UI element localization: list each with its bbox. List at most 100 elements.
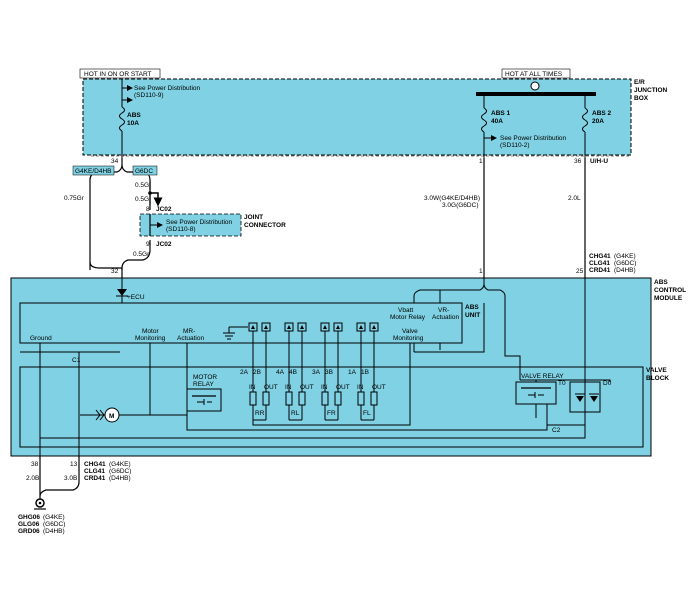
glg06: GLG06 — [18, 521, 40, 528]
pin-8: 8 — [146, 206, 150, 213]
spd-1-label: See Power Distribution — [134, 85, 200, 92]
ecu-diode — [117, 289, 127, 296]
valve-relay-title: VALVE RELAY — [521, 373, 564, 380]
grd06-sfx: (D4HB) — [43, 528, 65, 535]
wiring-lower — [39, 456, 80, 500]
valve-port-b: 3B — [325, 369, 333, 376]
c2-label: C2 — [552, 427, 561, 434]
c1-label: C1 — [72, 357, 81, 364]
t0-label: T0 — [558, 380, 566, 387]
wire-05gr: 0.5Gr — [133, 251, 150, 258]
spd-3-label: See Power Distribution — [166, 219, 232, 226]
pin-32: 32 — [111, 268, 119, 275]
abs2-fuse-label: ABS 2 — [592, 110, 612, 117]
crd41-a-sfx: (D4HB) — [614, 267, 636, 274]
junction-box — [82, 78, 632, 156]
chg41-b: CHG41 — [84, 461, 106, 468]
abs1-fuse-amp: 40A — [491, 118, 503, 125]
motor-label: Motor — [142, 328, 159, 335]
pin-38: 38 — [31, 461, 39, 468]
abs1-fuse-label: ABS 1 — [491, 110, 511, 117]
pin-13: 13 — [70, 461, 78, 468]
valve-driver-icon — [369, 322, 379, 380]
valve-port-a: 4A — [276, 369, 285, 376]
vr-actuation-label: Actuation — [432, 314, 459, 321]
clg41-a-sfx: (G6DC) — [614, 260, 636, 267]
g6dc-tag — [132, 165, 158, 176]
clg41-a: CLG41 — [589, 260, 610, 267]
g4ke-tag-label: G4KE/D4HB — [75, 168, 112, 175]
motor-monitoring-label: Monitoring — [135, 335, 166, 342]
crd41-a: CRD41 — [589, 267, 611, 274]
crd41-b-sfx: (D4HB) — [109, 475, 131, 482]
valve-port-a: 3A — [312, 369, 321, 376]
module-title-3: MODULE — [654, 295, 683, 302]
valve-port-a: 1A — [348, 369, 357, 376]
abs1-40a-fuse — [481, 96, 487, 158]
valve-block-title-2: BLOCK — [646, 375, 669, 382]
motor-relay-label: Motor Relay — [390, 314, 426, 321]
valve-block — [19, 366, 644, 448]
bus-bar-terminal — [530, 81, 540, 91]
valve-driver-icon — [248, 322, 258, 380]
wire-20b: 2.0B — [26, 475, 39, 482]
uhu-label: U/H-U — [590, 158, 608, 165]
valve-block-title-1: VALVE — [646, 367, 667, 374]
abs-fuse-amp: 10A — [127, 120, 139, 127]
abs2-20a-fuse — [582, 96, 588, 158]
hot-all-times-label: HOT AT ALL TIMES — [505, 71, 563, 78]
wire-05g-b: 0.5G — [135, 196, 149, 203]
ghg06-sfx: (G4KE) — [43, 514, 65, 521]
svg-text:M: M — [109, 413, 114, 420]
joint-connector — [139, 213, 242, 237]
wire-20l: 2.0L — [568, 195, 581, 202]
joint-connector-title-2: CONNECTOR — [244, 222, 286, 229]
mr-actuation-label: Actuation — [177, 335, 204, 342]
grd06: GRD06 — [18, 528, 40, 535]
jc02-arrow — [150, 192, 163, 207]
pin-9: 9 — [146, 241, 150, 248]
hot-all-times-tag — [501, 68, 571, 79]
crd41-b: CRD41 — [84, 475, 106, 482]
unit-ground-icon — [223, 326, 248, 340]
pin-34: 34 — [111, 158, 119, 165]
junction-box-title-1: E/R — [634, 79, 645, 86]
valve-out-label: OUT — [300, 384, 314, 391]
module-title-2: CONTROL — [654, 287, 686, 294]
clg41-b: CLG41 — [84, 468, 105, 475]
d0-label: D0 — [603, 380, 612, 387]
valve-driver-icon — [356, 322, 366, 380]
chg41-a: CHG41 — [589, 253, 611, 260]
vr-label: VR- — [438, 307, 449, 314]
valve-drivers — [248, 322, 379, 380]
junction-box-title-3: BOX — [634, 95, 649, 102]
valve-driver-icon — [320, 322, 330, 380]
valve-driver-icon — [333, 322, 343, 380]
ecu-label: +ECU — [127, 294, 145, 301]
spd-3-ref: (SD110-8) — [166, 226, 196, 233]
clg41-b-sfx: (G6DC) — [109, 468, 131, 475]
abs-unit-title-1: ABS — [465, 304, 479, 311]
junction-box-title-2: JUNCTION — [634, 87, 668, 94]
ghg06: GHG06 — [18, 514, 40, 521]
g6dc-tag-label: G6DC — [135, 168, 153, 175]
abs-10a-fuse — [119, 79, 125, 158]
chg41-a-sfx: (G4KE) — [614, 253, 636, 260]
valve-in-label: IN — [249, 384, 256, 391]
jc02-a-label: JC02 — [156, 206, 172, 213]
glg06-sfx: (G6DC) — [43, 521, 65, 528]
ground-icon — [34, 498, 46, 510]
pin-1-mid: 1 — [479, 268, 483, 275]
valve-out-label: OUT — [336, 384, 350, 391]
abs-unit — [19, 302, 463, 344]
pin-1-top: 1 — [479, 158, 483, 165]
bus-bar — [476, 92, 596, 96]
valve-position-label: FR — [327, 410, 336, 417]
valve-position-label: RL — [291, 410, 300, 417]
vbatt-label: Vbatt — [398, 307, 413, 314]
spd-2-ref: (SD110-2) — [500, 142, 530, 149]
pin-36: 36 — [574, 158, 582, 165]
jc02-b-label: JC02 — [156, 241, 172, 248]
